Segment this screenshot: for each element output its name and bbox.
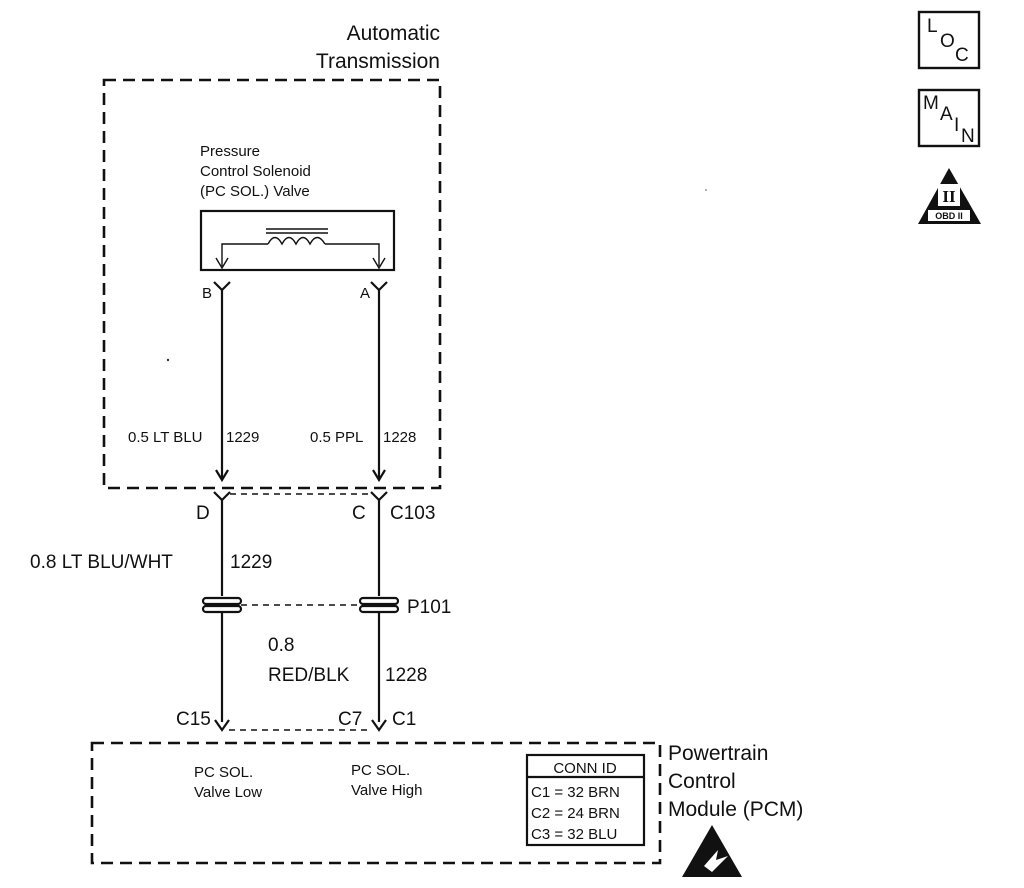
- main-icon-letter-n: N: [961, 126, 975, 147]
- connector-c103: D C C103: [196, 491, 435, 524]
- conn-id-row: C1 = 32 BRN: [531, 784, 620, 801]
- wire-1229-label: 0.8 LT BLU/WHT: [30, 552, 173, 573]
- wire-internal-left-arrow-icon: [215, 469, 229, 483]
- c103-pin-c-label: C: [352, 503, 366, 524]
- obd-ii-icon: II OBD II: [918, 168, 981, 224]
- solenoid-arrow-a: [372, 257, 386, 270]
- p101-left-lower-icon: [201, 604, 243, 614]
- pcm-connector-c1: C15 C7 C1: [176, 709, 416, 732]
- esd-hand-icon: [704, 850, 728, 872]
- wire-internal-right-arrow-icon: [372, 469, 386, 483]
- solenoid-label-line2: Control Solenoid: [200, 163, 311, 180]
- obd-top-label: II: [942, 187, 956, 206]
- esd-warning-icon: [682, 825, 742, 877]
- obd-bottom-label: OBD II: [935, 211, 963, 221]
- c1-pin-c7-label: C7: [338, 709, 362, 730]
- solenoid-lead-b: [221, 243, 268, 266]
- loc-icon-frame: [917, 10, 981, 70]
- loc-icon-letter-l: L: [927, 16, 938, 37]
- conn-id-border: [525, 753, 646, 847]
- wire-1229-circuit: 1229: [230, 552, 272, 573]
- solenoid-arrow-b: [215, 257, 229, 270]
- transmission-title-line1: Automatic: [347, 22, 440, 45]
- wire-1228-gauge: 0.8: [268, 635, 294, 656]
- p101-name: P101: [407, 597, 451, 618]
- terminal-b-label: B: [202, 285, 212, 302]
- internal-wire-right-circuit: 1228: [383, 429, 416, 446]
- wire-1228-color: RED/BLK: [268, 665, 350, 686]
- pcm-title-line1: Powertrain: [668, 742, 768, 765]
- c1-pin-c7-fork-icon: [371, 719, 387, 732]
- c103-pin-d-fork-icon: [213, 491, 231, 502]
- terminal-a-fork-icon: [370, 281, 388, 292]
- c1-name: C1: [392, 709, 416, 730]
- pcm-high-label-line2: Valve High: [351, 782, 422, 799]
- c103-name: C103: [390, 503, 435, 524]
- internal-wire-left-circuit: 1229: [226, 429, 259, 446]
- c1-pin-c15-label: C15: [176, 709, 211, 730]
- internal-wire-left-label: 0.5 LT BLU: [128, 429, 203, 446]
- loc-icon-letter-c: C: [955, 45, 969, 66]
- internal-wire-right-label: 0.5 PPL: [310, 429, 363, 446]
- solenoid-lead-a: [325, 243, 380, 266]
- transmission-dashed-box: [102, 78, 442, 490]
- loc-icon: L O C: [917, 10, 981, 70]
- main-icon-letter-i: I: [954, 115, 959, 136]
- pcm-enclosure: PC SOL. Valve Low PC SOL. Valve High Pow…: [90, 741, 803, 865]
- solenoid-label-line1: Pressure: [200, 143, 260, 160]
- conn-id-row: C2 = 24 BRN: [531, 805, 620, 822]
- c1-pin-c15-fork-icon: [214, 719, 230, 732]
- p101-right-upper-icon: [358, 596, 400, 606]
- wire-1228-circuit: 1228: [385, 665, 427, 686]
- c103-pin-c-fork-icon: [370, 491, 388, 502]
- p101-left-upper-icon: [201, 596, 243, 606]
- pcm-high-label-line1: PC SOL.: [351, 762, 410, 779]
- solenoid-label-line3: (PC SOL.) Valve: [200, 183, 310, 200]
- loc-icon-letter-o: O: [940, 31, 955, 52]
- main-icon: M A I N: [917, 88, 981, 148]
- pcm-dashed-box: [90, 741, 662, 865]
- obd-inner-box: [938, 184, 960, 206]
- pass-through-p101: P101: [201, 596, 451, 618]
- conn-id-table: CONN ID C1 = 32 BRN C2 = 24 BRN C3 = 32 …: [525, 753, 646, 847]
- solenoid-coil-icon: [267, 236, 326, 246]
- terminal-a-label: A: [360, 285, 370, 302]
- pcm-title-line3: Module (PCM): [668, 798, 803, 821]
- scan-speck: [166, 358, 170, 362]
- pcm-low-label-line2: Valve Low: [194, 784, 262, 801]
- transmission-title-line2: Transmission: [316, 50, 440, 73]
- main-icon-frame: [917, 88, 981, 148]
- solenoid-housing: [199, 209, 396, 272]
- terminal-b-fork-icon: [213, 281, 231, 292]
- p101-right-lower-icon: [358, 604, 400, 614]
- transmission-enclosure: Automatic Transmission: [102, 22, 442, 490]
- pcm-low-label-line1: PC SOL.: [194, 764, 253, 781]
- obd-bottom-band: [928, 210, 970, 221]
- main-icon-letter-a: A: [940, 104, 953, 125]
- conn-id-row: C3 = 32 BLU: [531, 826, 617, 843]
- esd-triangle-icon: [682, 825, 742, 877]
- scan-speck: [705, 189, 707, 191]
- pcm-title-line2: Control: [668, 770, 736, 793]
- pc-solenoid: Pressure Control Solenoid (PC SOL.) Valv…: [199, 143, 396, 302]
- main-icon-letter-m: M: [923, 93, 939, 114]
- conn-id-header: CONN ID: [553, 760, 617, 777]
- c103-pin-d-label: D: [196, 503, 210, 524]
